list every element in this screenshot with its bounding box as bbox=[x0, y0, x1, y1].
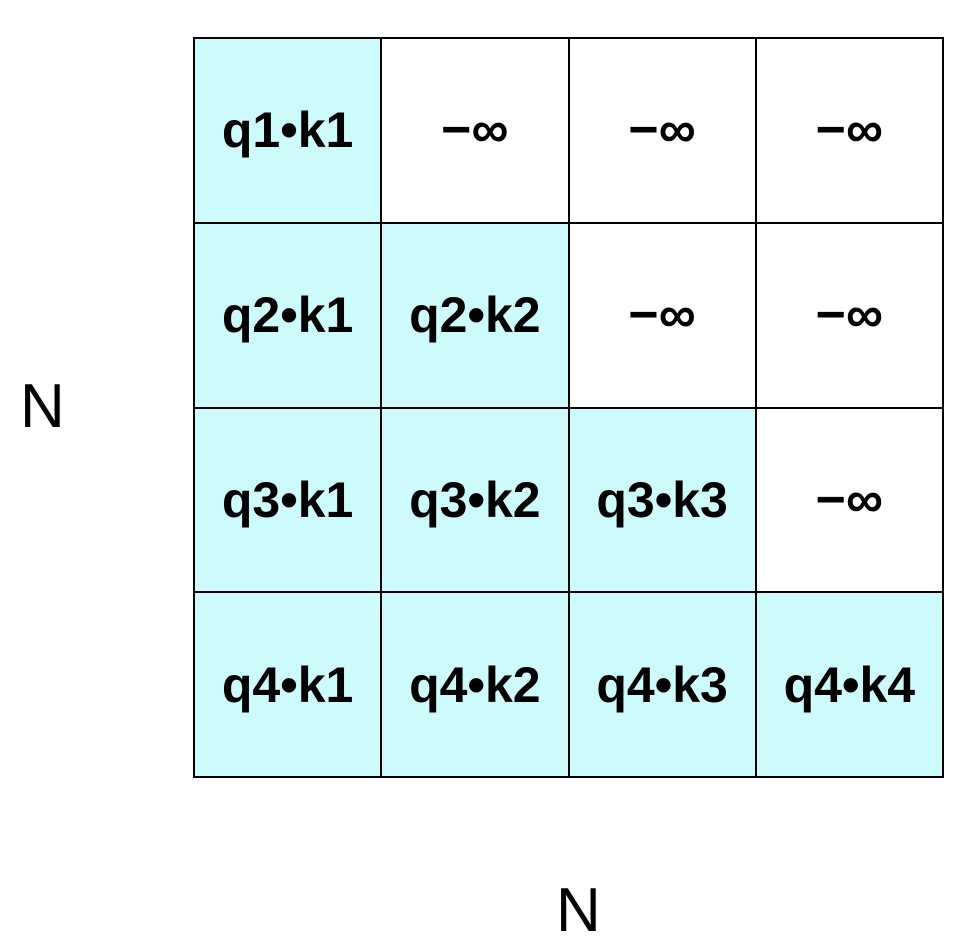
cell-r4-c1: q4•k1 bbox=[195, 593, 383, 778]
cell-r3-c4: −∞ bbox=[756, 408, 944, 594]
cell-r4-c4: q4•k4 bbox=[756, 593, 944, 778]
cell-r2-c1: q2•k1 bbox=[195, 223, 383, 409]
cell-r3-c1: q3•k1 bbox=[195, 408, 383, 594]
cell-r1-c4: −∞ bbox=[756, 39, 944, 224]
column-axis-label: N bbox=[556, 876, 601, 945]
cell-r2-c3: −∞ bbox=[569, 223, 757, 409]
cell-r2-c2: q2•k2 bbox=[382, 223, 570, 409]
attention-mask-matrix: q1•k1 −∞ −∞ −∞ q2•k1 q2•k2 −∞ −∞ q3•k1 q… bbox=[193, 37, 944, 778]
cell-r1-c1: q1•k1 bbox=[195, 39, 383, 224]
cell-r1-c2: −∞ bbox=[382, 39, 570, 224]
cell-r3-c2: q3•k2 bbox=[382, 408, 570, 594]
row-axis-label: N bbox=[20, 372, 65, 441]
cell-r2-c4: −∞ bbox=[756, 223, 944, 409]
cell-r1-c3: −∞ bbox=[569, 39, 757, 224]
cell-r3-c3: q3•k3 bbox=[569, 408, 757, 594]
cell-r4-c2: q4•k2 bbox=[382, 593, 570, 778]
cell-r4-c3: q4•k3 bbox=[569, 593, 757, 778]
